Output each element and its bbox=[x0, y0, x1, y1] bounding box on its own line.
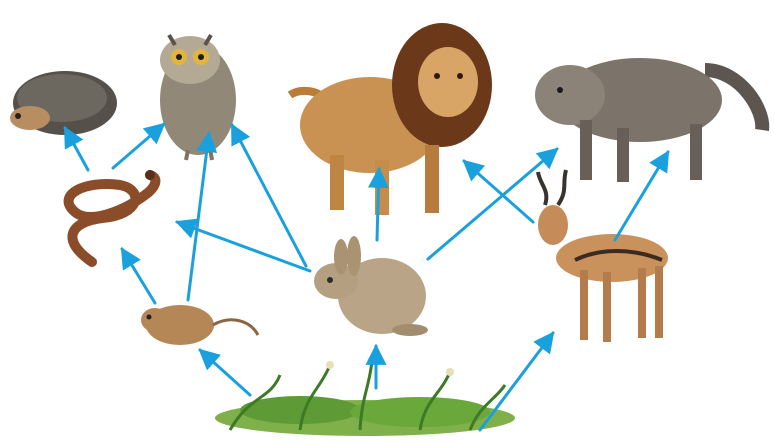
arrow-mouse-to-owl bbox=[186, 130, 218, 302]
lion-icon bbox=[287, 23, 492, 215]
arrow-grass-to-mouse bbox=[198, 348, 252, 397]
hedgehog-icon bbox=[10, 71, 117, 135]
snake-icon bbox=[63, 170, 161, 267]
wolf-icon bbox=[535, 58, 770, 182]
food-web-arrows bbox=[63, 122, 670, 432]
arrow-rabbit-to-snake bbox=[175, 218, 312, 273]
grass-icon bbox=[215, 356, 515, 436]
rabbit-icon bbox=[314, 236, 428, 336]
arrow-snake-to-owl bbox=[111, 122, 166, 170]
arrow-rabbit-to-wolf bbox=[426, 147, 559, 261]
owl-icon bbox=[160, 33, 236, 161]
arrow-gazelle-to-wolf bbox=[613, 150, 670, 242]
gazelle-icon bbox=[536, 169, 668, 342]
arrow-rabbit-to-lion bbox=[367, 166, 389, 242]
arrow-snake-to-hedgehog bbox=[63, 126, 90, 172]
arrow-rabbit-to-owl bbox=[230, 123, 308, 268]
arrow-gazelle-to-lion bbox=[462, 159, 535, 224]
arrow-mouse-to-snake bbox=[120, 247, 157, 305]
arrow-grass-to-gazelle bbox=[478, 331, 555, 432]
mouse-icon bbox=[141, 305, 260, 345]
